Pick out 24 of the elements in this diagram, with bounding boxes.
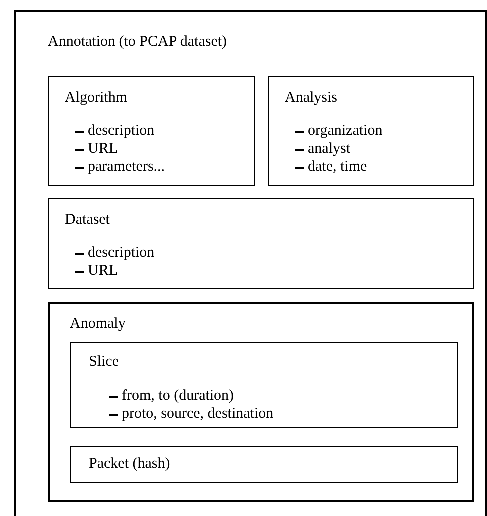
class-box [48,198,474,289]
box-heading: Slice [89,353,119,371]
attribute-item: URL [75,140,166,158]
box-heading: Algorithm [65,89,128,107]
attribute-item: proto, source, destination [109,405,274,423]
class-box [70,446,458,483]
attribute-item: description [75,244,155,262]
class-box [48,302,474,502]
class-box [48,76,255,186]
class-box [268,76,474,186]
attribute-item: parameters... [75,158,166,176]
box-heading: Annotation (to PCAP dataset) [48,33,228,51]
outer-frame [14,10,487,516]
box-heading: Dataset [65,211,110,229]
attribute-item: analyst [295,140,383,158]
attribute-item: URL [75,262,155,280]
attribute-item: description [75,122,166,140]
box-heading: Anomaly [70,315,126,333]
attribute-item: date, time [295,158,383,176]
attribute-item: from, to (duration) [109,387,274,405]
attribute-item: organization [295,122,383,140]
class-box [70,342,458,428]
box-heading: Analysis [285,89,338,107]
box-heading: Packet (hash) [89,455,170,473]
